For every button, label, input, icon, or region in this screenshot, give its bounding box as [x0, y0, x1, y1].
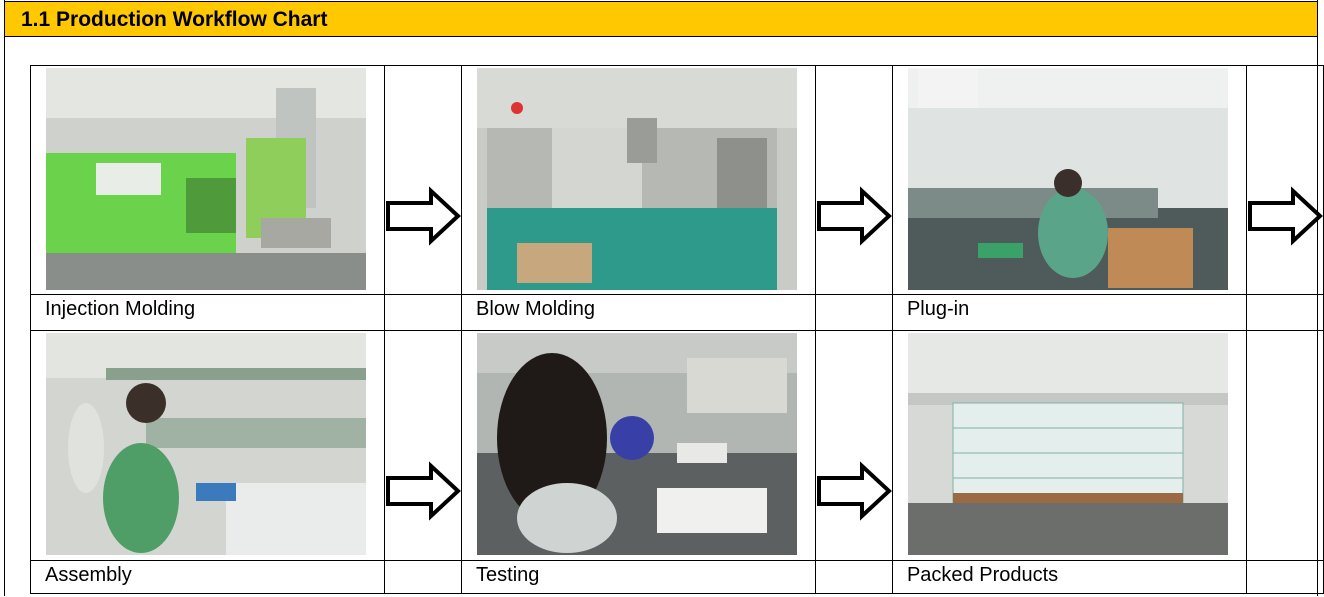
step-label-cell: Injection Molding — [29, 294, 386, 331]
arrow-cell — [384, 294, 463, 331]
arrow-cell — [1246, 560, 1324, 594]
arrow-cell — [815, 560, 893, 594]
step-photo-cell — [891, 330, 1248, 561]
right-arrow-icon — [386, 186, 462, 246]
step-photo-cell — [29, 330, 386, 561]
step-label-cell: Plug-in — [891, 294, 1248, 331]
right-arrow-icon — [386, 461, 462, 521]
step-label: Blow Molding — [476, 298, 595, 320]
right-arrow-icon — [817, 461, 893, 521]
step-label: Packed Products — [906, 564, 1059, 586]
plug-in-photo — [907, 68, 1228, 290]
arrow-cell — [815, 294, 893, 331]
step-label-cell: Packed Products — [891, 560, 1248, 594]
arrow-cell — [1246, 330, 1324, 561]
arrow-cell — [384, 65, 463, 295]
arrow-cell — [1246, 65, 1324, 295]
arrow-cell — [1246, 294, 1324, 331]
step-label: Assembly — [45, 564, 132, 586]
step-photo-cell — [461, 65, 817, 295]
arrow-cell — [815, 65, 893, 295]
assembly-photo — [46, 333, 366, 555]
step-photo-cell — [461, 330, 817, 561]
step-label: Injection Molding — [45, 298, 196, 320]
right-arrow-icon — [1248, 186, 1324, 246]
step-label-cell: Testing — [461, 560, 817, 594]
page-title: 1.1 Production Workflow Chart — [21, 8, 328, 31]
step-label-cell: Assembly — [29, 560, 386, 594]
section-header: 1.1 Production Workflow Chart — [4, 1, 1318, 37]
workflow-grid: Injection Molding Blow Molding Plug-in — [29, 65, 1324, 594]
packed-products-photo — [907, 333, 1228, 555]
blow-molding-photo — [477, 68, 798, 290]
step-label-cell: Blow Molding — [461, 294, 817, 331]
step-photo-cell — [891, 65, 1248, 295]
injection-molding-photo — [46, 68, 366, 290]
step-label: Testing — [476, 564, 540, 586]
arrow-cell — [384, 330, 463, 561]
arrow-cell — [384, 560, 463, 594]
step-label: Plug-in — [906, 298, 970, 320]
step-photo-cell — [29, 65, 386, 295]
right-arrow-icon — [817, 186, 893, 246]
arrow-cell — [815, 330, 893, 561]
testing-photo — [477, 333, 798, 555]
